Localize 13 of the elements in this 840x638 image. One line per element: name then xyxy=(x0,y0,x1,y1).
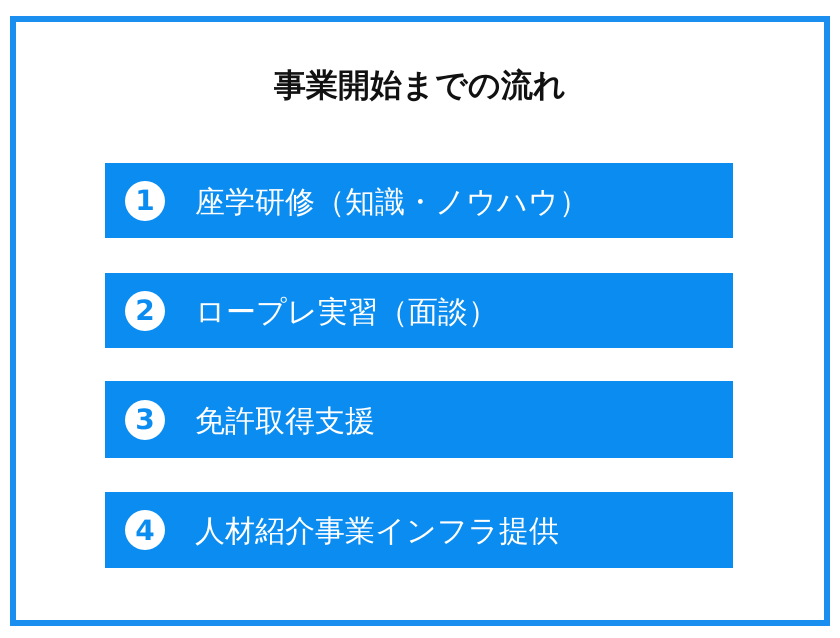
step-bar xyxy=(105,492,733,568)
step-label: ロープレ実習（面談） xyxy=(195,294,498,332)
step-bar xyxy=(105,163,733,238)
step-bar xyxy=(105,381,733,458)
title: 事業開始までの流れ xyxy=(273,65,567,106)
step-bar xyxy=(105,273,733,348)
step-number: 2 xyxy=(125,290,165,330)
step-number: 3 xyxy=(125,400,165,440)
step-label: 免許取得支援 xyxy=(195,402,375,440)
step-label: 人材紹介事業インフラ提供 xyxy=(195,513,559,551)
step-number: 1 xyxy=(125,180,165,220)
step-label: 座学研修（知識・ノウハウ） xyxy=(195,184,589,222)
step-number: 4 xyxy=(125,510,165,550)
